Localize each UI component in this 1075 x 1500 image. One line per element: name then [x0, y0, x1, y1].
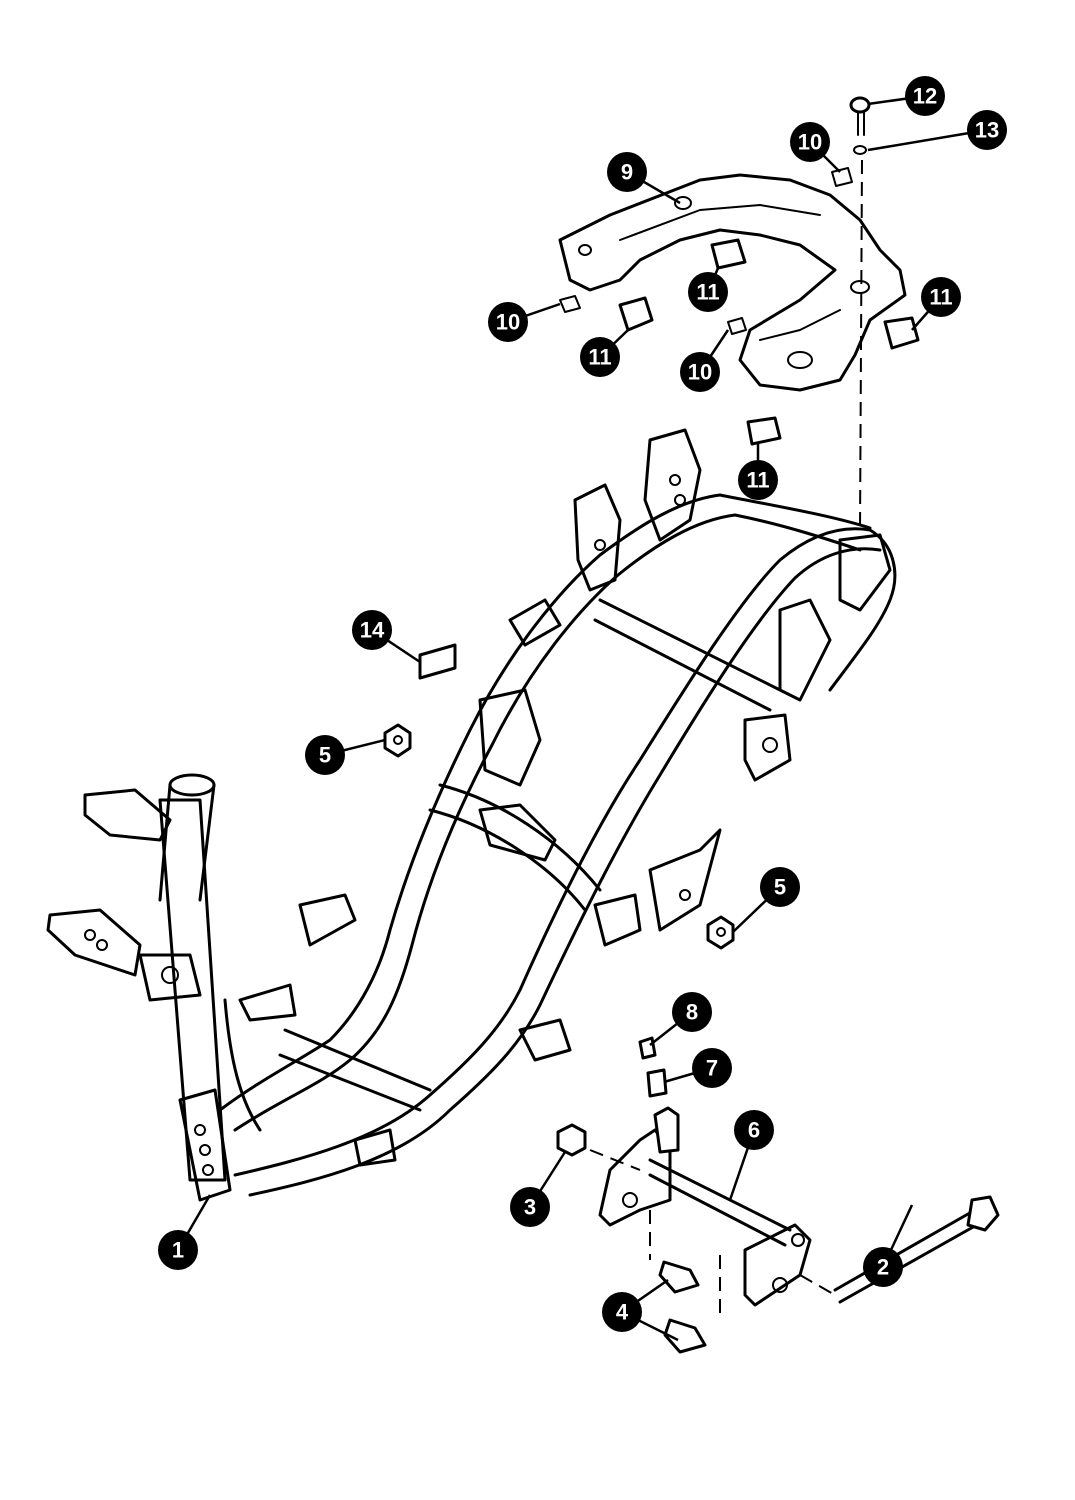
rear-carrier [558, 173, 907, 392]
callout-7: 7 [692, 1048, 732, 1088]
callout-5-lower: 5 [760, 867, 800, 907]
callout-label: 2 [877, 1255, 889, 1280]
callout-8: 8 [672, 992, 712, 1032]
stand-bolt-2 [833, 1195, 1000, 1304]
bolt-axis-line [859, 159, 863, 531]
callout-label: 12 [913, 84, 937, 109]
main-stand [598, 1106, 812, 1307]
callout-label: 6 [748, 1118, 760, 1143]
callout-11-right: 11 [921, 277, 961, 317]
callout-12: 12 [905, 76, 945, 116]
callout-10-left: 10 [488, 302, 528, 342]
callout-9: 9 [607, 152, 647, 192]
callout-5-upper: 5 [305, 735, 345, 775]
callout-10-top: 10 [790, 122, 830, 162]
nut-5-lower [706, 915, 735, 950]
callout-label: 10 [798, 130, 822, 155]
callout-10-mid: 10 [680, 352, 720, 392]
callout-13: 13 [967, 110, 1007, 150]
label-plate-14 [418, 643, 457, 680]
callout-4: 4 [602, 1292, 642, 1332]
callout-label: 8 [686, 1000, 698, 1025]
pin-4-set [658, 1260, 707, 1354]
callout-label: 9 [621, 160, 633, 185]
callout-label: 10 [688, 360, 712, 385]
callout-label: 3 [524, 1195, 536, 1220]
callout-label: 13 [975, 118, 999, 143]
nut-3 [556, 1123, 587, 1157]
callout-label: 7 [706, 1056, 718, 1081]
bolt-12 [849, 96, 871, 136]
nut-5-upper [383, 723, 412, 758]
callout-3: 3 [510, 1187, 550, 1227]
bush-7 [646, 1068, 668, 1098]
callout-11-center: 11 [688, 272, 728, 312]
callout-2: 2 [863, 1247, 903, 1287]
callout-1: 1 [158, 1230, 198, 1270]
callout-label: 10 [496, 310, 520, 335]
pin-8 [638, 1036, 657, 1060]
callout-label: 11 [588, 345, 611, 370]
callout-label: 5 [319, 743, 331, 768]
callout-11-left: 11 [580, 337, 620, 377]
callout-label: 14 [360, 618, 385, 643]
washer-13 [853, 145, 867, 155]
callout-label: 1 [172, 1238, 184, 1263]
main-frame [46, 428, 897, 1202]
clip-set [559, 167, 853, 335]
callout-6: 6 [734, 1110, 774, 1150]
stand-axis-line [589, 1149, 836, 1296]
callout-label: 11 [746, 468, 769, 493]
callout-label: 4 [616, 1300, 629, 1325]
callout-label: 5 [774, 875, 786, 900]
callout-14: 14 [352, 610, 392, 650]
grommet-set [618, 238, 920, 446]
callout-label: 11 [696, 280, 719, 305]
callout-label: 11 [929, 285, 952, 310]
callout-11-bottom: 11 [738, 460, 778, 500]
